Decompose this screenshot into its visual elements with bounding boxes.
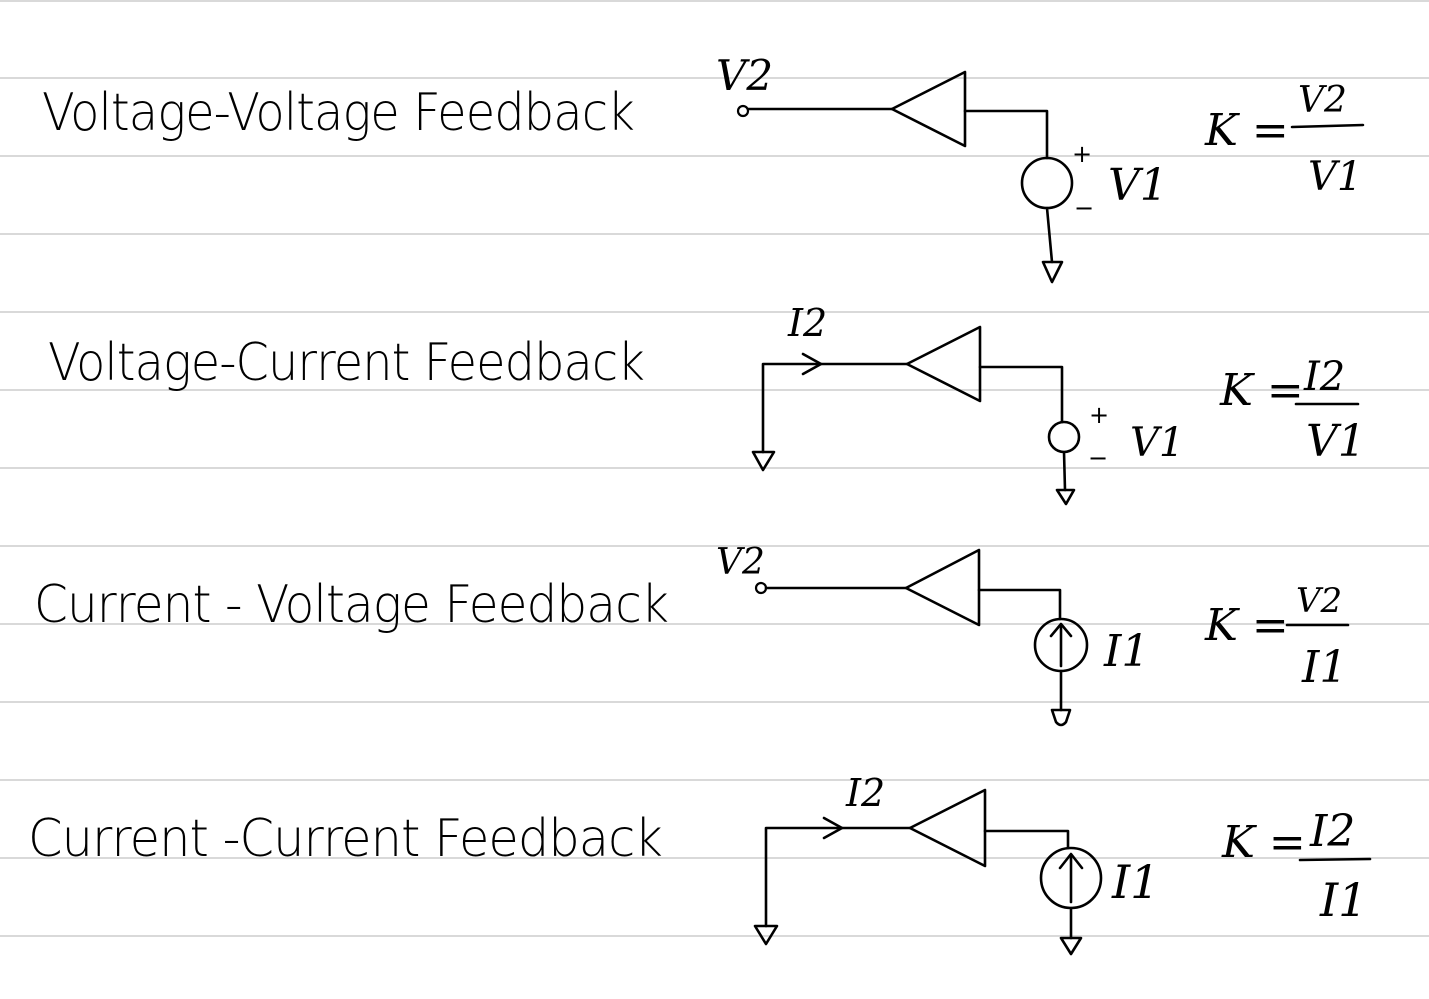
gain-formula: K = V2 V1	[1204, 80, 1365, 200]
circuit-diagram: V2 + − V1	[716, 51, 1168, 284]
output-terminal	[736, 104, 750, 118]
current-source-arrowhead	[1058, 852, 1084, 870]
source-label: V1	[1108, 160, 1168, 211]
input-wire	[978, 365, 1064, 424]
amplifier-triangle	[904, 548, 981, 627]
row-voltage-voltage: Voltage-Voltage Feedback V2 + − V1 K = V…	[42, 51, 1365, 284]
ground-arrow	[753, 924, 779, 946]
row-title: Voltage-Current Feedback	[48, 333, 644, 393]
source-label: I1	[1111, 855, 1159, 909]
plus-sign: +	[1072, 140, 1092, 168]
formula-denominator: V1	[1306, 416, 1366, 467]
circuit-diagram: V2 I1	[716, 542, 1149, 727]
formula-numerator: I2	[1303, 354, 1345, 400]
row-current-voltage: Current - Voltage Feedback V2 I1 K = V2 …	[34, 542, 1350, 727]
formula-numerator: V2	[1298, 80, 1347, 121]
formula-lhs: K =	[1204, 105, 1289, 156]
row-voltage-current: Voltage-Current Feedback I2 + − V1 K = I…	[48, 301, 1366, 506]
input-wire	[963, 109, 1049, 160]
voltage-source	[1047, 420, 1081, 454]
output-terminal	[754, 581, 768, 595]
output-label: V2	[716, 542, 765, 583]
output-label: I2	[787, 301, 827, 345]
row-title: Current -Current Feedback	[28, 809, 662, 869]
formula-denominator: I1	[1301, 642, 1347, 693]
circuit-diagram: I2 I1	[753, 771, 1159, 956]
ground-wire	[1062, 450, 1067, 492]
row-current-current: Current -Current Feedback I2 I1 K = I2 I…	[28, 771, 1372, 956]
amplifier-triangle	[908, 788, 987, 868]
formula-numerator: I2	[1309, 806, 1355, 857]
source-label: I1	[1103, 626, 1149, 677]
row-title: Voltage-Voltage Feedback	[42, 83, 634, 143]
amplifier-triangle	[890, 70, 967, 148]
output-label: V2	[716, 51, 773, 100]
current-arrow	[822, 816, 844, 840]
gain-formula: K = V2 I1	[1204, 581, 1350, 693]
ground-arrow	[1059, 936, 1083, 956]
gain-formula: K = I2 I1	[1221, 806, 1372, 927]
formula-lhs: K =	[1219, 365, 1304, 416]
minus-sign: −	[1074, 194, 1094, 222]
fraction-bar	[1298, 857, 1372, 862]
voltage-source	[1020, 156, 1074, 210]
current-source-arrowhead	[1049, 622, 1073, 638]
formula-numerator: V2	[1296, 581, 1342, 621]
source-label: V1	[1130, 420, 1184, 466]
formula-denominator: V1	[1308, 154, 1362, 200]
circuit-diagram: I2 + − V1	[751, 301, 1184, 506]
ground-arrow	[751, 450, 776, 472]
ground-arrow	[1050, 708, 1072, 727]
input-wire	[983, 829, 1070, 850]
plus-sign: +	[1089, 401, 1109, 429]
ground-arrow	[1041, 260, 1064, 284]
output-label: I2	[845, 771, 885, 815]
gain-formula: K = I2 V1	[1219, 354, 1366, 467]
row-title: Current - Voltage Feedback	[34, 575, 668, 635]
amplifier-triangle	[905, 325, 982, 403]
ground-wire	[1045, 206, 1054, 264]
minus-sign: −	[1088, 444, 1108, 472]
fraction-bar	[1290, 123, 1365, 129]
output-wire	[764, 826, 912, 928]
output-wire	[761, 362, 909, 454]
formula-lhs: K =	[1204, 600, 1289, 651]
formula-lhs: K =	[1221, 817, 1306, 868]
input-wire	[977, 588, 1062, 621]
ruled-lines	[0, 0, 1429, 937]
current-arrow	[801, 352, 823, 376]
ground-arrow	[1055, 488, 1076, 506]
formula-denominator: I1	[1319, 873, 1367, 927]
